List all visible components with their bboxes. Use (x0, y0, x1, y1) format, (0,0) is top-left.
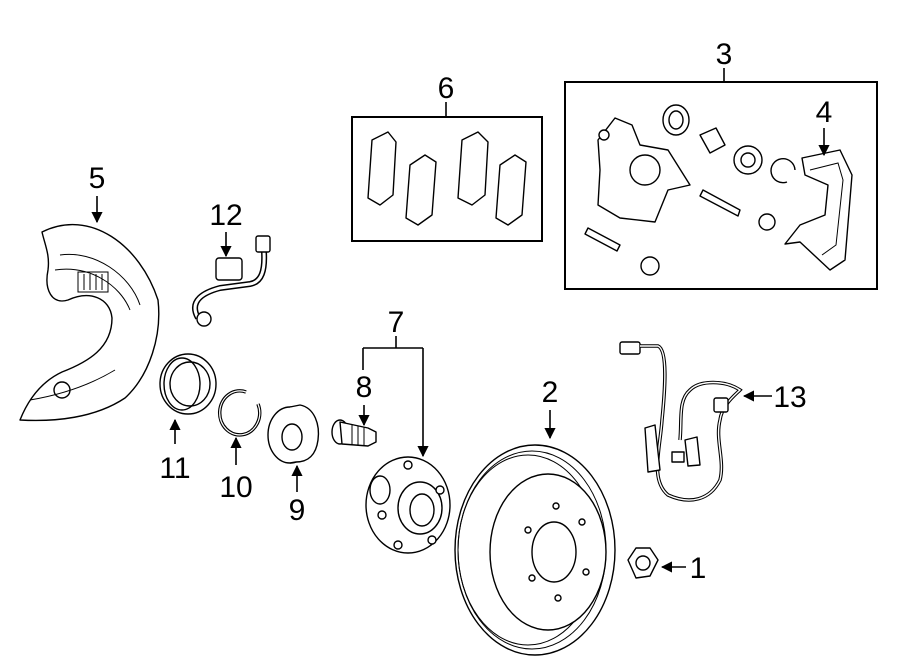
hub-bearing-part (267, 404, 320, 464)
callout-8: 8 (356, 371, 373, 404)
brake-pads-part (367, 131, 527, 226)
pad-set-box (351, 116, 543, 242)
caliper-assembly-part (584, 104, 796, 276)
splash-shield-part (19, 223, 160, 422)
caliper-bracket-part (784, 149, 853, 271)
callout-13: 13 (773, 381, 806, 414)
callout-1: 1 (690, 552, 707, 585)
rotor-part (454, 444, 616, 656)
hub-assembly-part (365, 456, 451, 554)
lug-nut-part (627, 547, 659, 579)
callout-2: 2 (542, 376, 559, 409)
callout-7: 7 (388, 306, 405, 339)
callout-6: 6 (438, 72, 455, 105)
callout-3: 3 (716, 38, 733, 71)
callout-10: 10 (219, 471, 252, 504)
callout-4: 4 (816, 96, 833, 129)
bearing-seal-part (159, 353, 217, 415)
abs-sensor-part (619, 341, 743, 502)
callout-9: 9 (289, 494, 306, 527)
callout-12: 12 (209, 199, 242, 232)
callout-11: 11 (159, 452, 190, 485)
wheel-stud-part (331, 419, 377, 447)
callout-5: 5 (89, 162, 106, 195)
caliper-box (564, 81, 878, 290)
brake-hose-part (192, 235, 271, 327)
snap-ring-part (217, 389, 262, 437)
